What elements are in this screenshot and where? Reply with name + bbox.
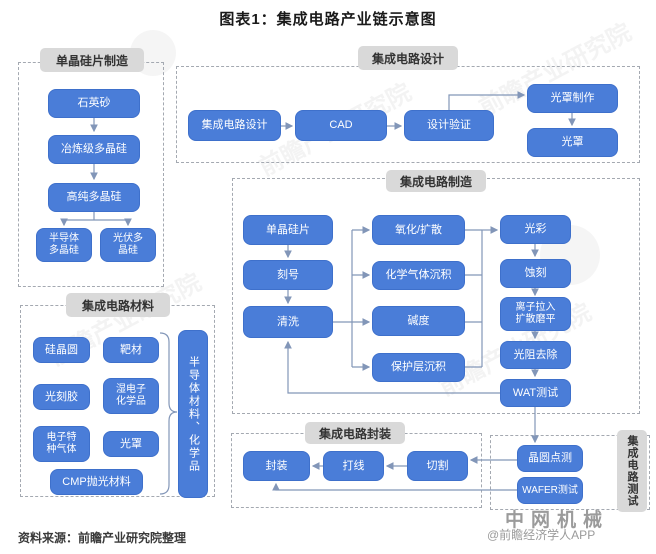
node-chemical-vapor-deposition: 化学气体沉积 [372, 261, 465, 290]
node-photoresist-material: 光刻胶 [33, 384, 90, 410]
source-note: 资料来源：前瞻产业研究院整理 [18, 531, 187, 545]
node-ic-design: 集成电路设计 [188, 110, 281, 141]
node-electronic-special-gases: 电子特 种气体 [33, 426, 90, 462]
node-wire-bonding: 打线 [323, 451, 384, 481]
node-wat-test: WAT测试 [500, 379, 571, 407]
node-cad: CAD [295, 110, 387, 141]
node-packaging: 封装 [243, 451, 310, 481]
node-oxidation-diffusion: 氧化/扩散 [372, 215, 465, 245]
node-pv-polysilicon: 光伏多 晶硅 [100, 228, 156, 262]
node-cmp-polishing-materials: CMP抛光材料 [50, 469, 143, 495]
watermark-brand: 中网机械 [505, 510, 610, 531]
node-quartz-sand: 石英砂 [48, 89, 140, 118]
node-ion-implant-diffusion-planarize: 离子拉入 扩散磨平 [500, 297, 571, 331]
section-label-ic-testing: 集成电路测试 [617, 430, 647, 512]
node-mono-silicon-wafer: 单晶硅片 [243, 215, 333, 245]
node-wafer-probe-test: 晶圆点测 [517, 445, 583, 472]
node-wet-electronic-chemicals: 湿电子 化学品 [103, 378, 159, 414]
section-label-wafer-manufacturing: 单晶硅片制造 [40, 48, 144, 72]
node-etching: 蚀刻 [500, 259, 571, 288]
watermark-credit: @前瞻经济学人APP [487, 528, 596, 542]
node-wafer-test: WAFER测试 [517, 477, 583, 504]
node-photoresist-strip: 光阻去除 [500, 341, 571, 369]
node-protective-layer-deposition: 保护层沉积 [372, 353, 465, 382]
node-design-verification: 设计验证 [404, 110, 494, 141]
node-alkalinity: 碱度 [372, 306, 465, 336]
page-title: 图表1：集成电路产业链示意图 [219, 11, 437, 28]
node-mask-making: 光罩制作 [527, 84, 618, 113]
node-engraving: 刻号 [243, 260, 333, 290]
node-target-material: 靶材 [103, 337, 159, 363]
node-high-purity-polysilicon: 高纯多晶硅 [48, 183, 140, 212]
node-semiconductor-materials-chemicals: 半导体材料、化学品 [178, 330, 208, 498]
section-ic-testing [490, 435, 650, 510]
node-metallurgical-polysilicon: 冶炼级多晶硅 [48, 135, 140, 164]
section-label-ic-packaging: 集成电路封装 [305, 422, 405, 444]
section-label-ic-manufacturing: 集成电路制造 [386, 170, 486, 192]
node-photomask-material: 光罩 [103, 431, 159, 457]
node-silicon-wafer: 硅晶圆 [33, 337, 90, 363]
node-photomask: 光罩 [527, 128, 618, 157]
node-dicing: 切割 [407, 451, 468, 481]
node-cleaning: 清洗 [243, 306, 333, 338]
node-semiconductor-polysilicon: 半导体 多晶硅 [36, 228, 92, 262]
section-label-ic-design: 集成电路设计 [358, 46, 458, 70]
section-label-ic-materials: 集成电路材料 [66, 293, 170, 317]
node-lithography: 光彩 [500, 215, 571, 244]
